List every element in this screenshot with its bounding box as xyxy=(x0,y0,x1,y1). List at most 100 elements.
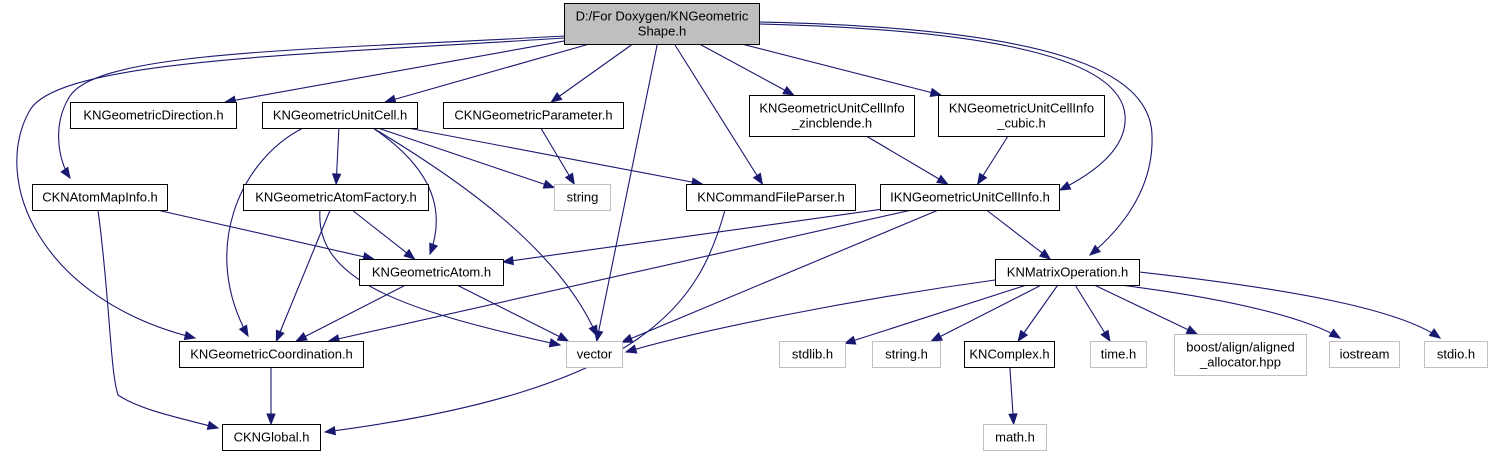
node-cubic[interactable]: KNGeometricUnitCellInfo_cubic.h xyxy=(938,95,1105,137)
node-label: string xyxy=(567,190,599,205)
node-label: KNGeometricCoordination.h xyxy=(190,347,353,362)
edge-line xyxy=(758,21,1153,256)
edge-unitcell-to-string xyxy=(377,127,556,189)
edge-line xyxy=(372,127,437,255)
edge-atomfactory-to-coordination xyxy=(275,209,331,343)
edge-cmdparser-to-global xyxy=(323,209,726,436)
node-box xyxy=(964,341,1055,368)
arrowhead-icon xyxy=(936,174,949,185)
node-box xyxy=(359,259,504,286)
node-iostream: iostream xyxy=(1329,341,1400,368)
edge-line xyxy=(407,127,703,185)
arrowhead-icon xyxy=(752,172,764,186)
edge-parameter-to-string xyxy=(540,127,575,186)
edge-unitcell-to-atomfactory xyxy=(331,127,342,186)
edge-unitcell-to-coordination xyxy=(226,127,304,338)
node-label: Shape.h xyxy=(638,24,686,39)
edge-line xyxy=(621,209,939,343)
node-boost: boost/align/aligned_allocator.hpp xyxy=(1174,334,1307,376)
edge-root-to-cubic xyxy=(741,43,943,97)
arrowhead-icon xyxy=(929,87,943,97)
node-coordination[interactable]: KNGeometricCoordination.h xyxy=(179,341,364,368)
node-unitcell[interactable]: KNGeometricUnitCell.h xyxy=(262,102,418,129)
edge-line xyxy=(741,43,942,96)
node-box xyxy=(32,184,168,211)
node-direction[interactable]: KNGeometricDirection.h xyxy=(70,102,237,129)
node-global[interactable]: CKNGlobal.h xyxy=(222,424,321,451)
arrowhead-icon xyxy=(624,344,638,354)
node-atom[interactable]: KNGeometricAtom.h xyxy=(359,259,504,286)
edge-matrixop-to-stdlib xyxy=(843,284,1027,345)
edge-matrixop-to-stdio xyxy=(1138,271,1442,339)
edge-line xyxy=(502,208,881,263)
node-zincblende[interactable]: KNGeometricUnitCellInfo_zincblende.h xyxy=(749,95,915,137)
edges-layer xyxy=(16,21,1442,436)
node-box xyxy=(70,102,237,129)
arrowhead-icon xyxy=(429,242,439,256)
edge-root-to-zincblende xyxy=(699,43,795,96)
arrowhead-icon xyxy=(1058,181,1072,191)
arrowhead-icon xyxy=(323,425,337,436)
node-vector: vector xyxy=(566,341,623,368)
node-label: KNCommandFileParser.h xyxy=(697,190,844,205)
node-string: string xyxy=(554,184,611,211)
edge-line xyxy=(456,284,569,342)
edge-cubic-to-iunitcellinfo xyxy=(976,135,1009,186)
edge-line xyxy=(16,37,565,339)
edge-line xyxy=(596,43,658,342)
edge-root-to-matrixop xyxy=(758,21,1153,256)
edge-coordination-to-global xyxy=(266,367,276,426)
edge-line xyxy=(986,209,1051,260)
edge-matrixop-to-timeh xyxy=(1074,284,1111,343)
arrowhead-icon xyxy=(620,333,634,343)
node-timeh: time.h xyxy=(1090,341,1147,368)
edge-line xyxy=(372,127,598,337)
edge-zincblende-to-iunitcellinfo xyxy=(865,135,949,185)
node-label: KNGeometricUnitCellInfo xyxy=(759,101,904,116)
edge-atom-to-coordination xyxy=(295,284,406,342)
edge-line xyxy=(540,127,575,185)
edge-line xyxy=(1119,284,1341,339)
node-atomfactory[interactable]: KNGeometricAtomFactory.h xyxy=(243,184,429,211)
edge-matrixop-to-iostream xyxy=(1119,284,1342,339)
node-parameter[interactable]: CKNGeometricParameter.h xyxy=(443,102,624,129)
edge-atomfactory-to-atom xyxy=(351,209,416,260)
arrowhead-icon xyxy=(206,420,220,430)
node-label: _cubic.h xyxy=(996,116,1045,131)
edge-atom-to-vector xyxy=(456,284,570,342)
edge-complex-to-math xyxy=(1008,366,1018,426)
node-box xyxy=(262,102,418,129)
arrowhead-icon xyxy=(403,248,416,260)
arrowhead-icon xyxy=(1328,328,1342,339)
arrowhead-icon xyxy=(548,338,562,348)
edge-line xyxy=(377,127,555,189)
node-complex[interactable]: KNComplex.h xyxy=(964,341,1055,368)
node-label: KNGeometricAtomFactory.h xyxy=(255,190,417,205)
node-matrixop[interactable]: KNMatrixOperation.h xyxy=(995,259,1140,286)
edge-line xyxy=(931,284,1042,342)
edge-line xyxy=(328,209,912,342)
edge-iunitcellinfo-to-atom xyxy=(501,208,881,266)
arrowhead-icon xyxy=(383,94,397,104)
node-label: _zincblende.h xyxy=(791,116,872,131)
arrowhead-icon xyxy=(588,324,598,338)
edge-atommap-to-global xyxy=(97,209,220,430)
arrowhead-icon xyxy=(501,255,515,266)
arrowhead-icon xyxy=(60,166,71,180)
edge-atommap-to-atom xyxy=(156,209,375,262)
edge-line xyxy=(324,209,726,433)
edge-line xyxy=(844,284,1027,344)
node-atommap[interactable]: CKNAtomMapInfo.h xyxy=(32,184,168,211)
node-box xyxy=(554,184,611,211)
node-box xyxy=(749,95,915,137)
node-iunitcellinfo[interactable]: IKNGeometricUnitCellInfo.h xyxy=(880,184,1060,211)
edge-line xyxy=(1138,271,1441,339)
edge-line xyxy=(225,40,565,103)
node-cmdparser[interactable]: KNCommandFileParser.h xyxy=(686,184,856,211)
node-box xyxy=(983,424,1047,451)
node-box xyxy=(995,259,1140,286)
arrowhead-icon xyxy=(1185,325,1199,335)
arrowhead-icon xyxy=(1008,413,1018,426)
arrowhead-icon xyxy=(550,92,563,103)
